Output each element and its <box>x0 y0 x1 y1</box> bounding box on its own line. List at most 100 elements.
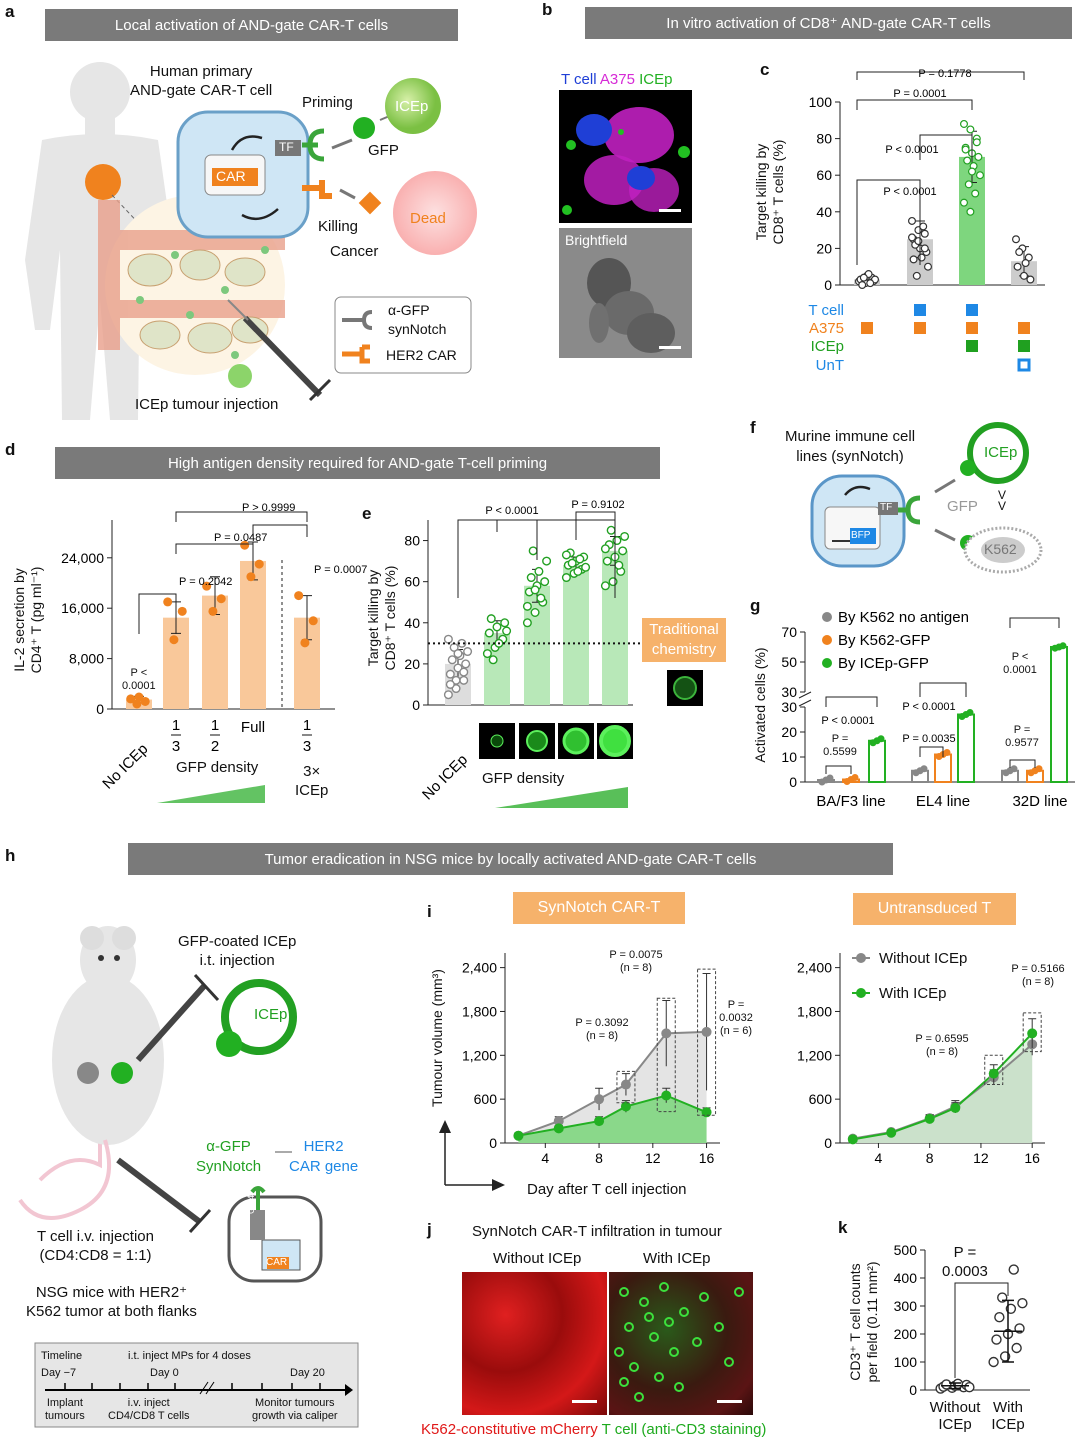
i-pval-right-0-0: P = 0.5166 <box>1011 963 1064 975</box>
g-bar <box>911 769 929 783</box>
c-bracket-0 <box>856 71 1025 80</box>
e-point <box>569 568 579 578</box>
e-point <box>579 552 589 562</box>
c-point <box>920 244 929 253</box>
k-point <box>1011 1342 1022 1354</box>
c-point <box>912 271 921 280</box>
legend-icep-b: ICEp <box>639 71 673 88</box>
dead-label: Dead <box>410 210 446 227</box>
e-point <box>567 558 577 568</box>
i-ytick-label: 0 <box>824 1135 832 1151</box>
i-right-box <box>984 1054 1004 1086</box>
c-row-label: UnT <box>816 357 844 374</box>
k-point <box>1017 1297 1028 1309</box>
i-line-without <box>852 1043 1033 1140</box>
c-point <box>975 171 984 180</box>
c-point <box>974 152 983 161</box>
i-errbar <box>621 1100 630 1113</box>
e-point <box>581 562 591 572</box>
e-errbar <box>610 535 620 566</box>
e-bar <box>484 633 510 705</box>
i-point-with <box>924 1113 935 1124</box>
e-point <box>443 690 453 700</box>
c-point <box>907 233 916 242</box>
e-point <box>528 546 538 556</box>
cancer-label: Cancer <box>330 243 379 260</box>
i-arrow-right <box>492 1179 505 1191</box>
g-point <box>943 749 951 756</box>
panel-j-caption: K562-constitutive mCherry T cell (anti-C… <box>421 1421 766 1438</box>
i-right-box <box>1022 1012 1042 1053</box>
e-point <box>500 618 510 628</box>
c-point <box>972 134 981 143</box>
d-bracket-1 <box>175 543 254 554</box>
panel-label-b: b <box>542 0 553 19</box>
d-bar <box>240 560 266 709</box>
g-bar <box>817 779 835 783</box>
i-point-with <box>847 1134 858 1145</box>
chart-i-legend-with: With ICEp <box>879 985 947 1002</box>
icep-label-f: ICEp <box>984 444 1018 461</box>
chart-d-ylabel: IL-2 secretion by CD4⁺ T (pg ml⁻¹) <box>11 566 44 674</box>
d-bracket-3a <box>252 524 308 537</box>
d-pval-3: P = 0.0007 <box>314 564 367 576</box>
d-point <box>240 540 250 550</box>
d-errbar <box>302 595 312 641</box>
g-pval-2: P < 0.0001 <box>902 701 955 713</box>
c-point <box>866 279 875 288</box>
gfp-dot-a <box>353 117 375 139</box>
c-point <box>959 119 968 128</box>
c-point <box>862 271 871 280</box>
i-errbar <box>595 1116 604 1126</box>
e-pval-0: P < 0.0001 <box>485 505 538 517</box>
her2-car-receptor <box>302 180 332 199</box>
k-bracket <box>954 1282 1009 1378</box>
e-pval-1: P = 0.9102 <box>571 499 624 511</box>
g-point <box>920 765 928 773</box>
k-ytick-label: 300 <box>894 1298 918 1314</box>
k-point <box>1008 1264 1019 1275</box>
traditional-bead-image <box>667 670 703 706</box>
e-point <box>445 679 455 689</box>
c-row-marker <box>966 304 978 316</box>
i-point-without <box>886 1127 897 1138</box>
g-legend-label: By K562-GFP <box>838 632 931 649</box>
timeline-title: Timeline <box>41 1350 83 1362</box>
i-ytick-label: 600 <box>474 1091 498 1107</box>
syringe-it <box>135 973 220 1062</box>
e-bead-frame <box>479 723 515 759</box>
c-point <box>909 255 918 264</box>
i-left-box <box>697 968 717 1116</box>
g-point <box>818 778 826 786</box>
g-point <box>851 774 859 781</box>
k-point <box>999 1351 1011 1362</box>
e-point <box>600 581 610 591</box>
i-point-without <box>924 1113 935 1124</box>
e-point <box>457 638 467 648</box>
g-pval-0: P < 0.0001 <box>821 715 874 727</box>
legend-b: T cell A375 ICEp <box>561 71 673 88</box>
d-bar <box>202 595 228 709</box>
bfp-label-f: BFP <box>851 530 871 541</box>
g-ytick-label: 50 <box>781 654 797 670</box>
i-legend-dot-without <box>856 953 866 963</box>
traditional-bead <box>673 676 697 700</box>
k-xcat-0-0: Without <box>930 1399 982 1416</box>
g-pval-5-0: P = <box>1014 724 1031 736</box>
panel-j-without: Without ICEp <box>493 1250 582 1267</box>
gfp-label-f: GFP <box>947 498 978 515</box>
c-point <box>914 237 923 246</box>
c-row-marker <box>1018 322 1030 334</box>
k-point <box>941 1379 952 1390</box>
e-point <box>530 585 540 595</box>
d-ytick-label: 8,000 <box>69 651 104 667</box>
e-point <box>540 577 550 587</box>
g-legend-dot <box>822 635 832 645</box>
c-point <box>969 162 978 171</box>
k-point <box>991 1334 1002 1345</box>
chart-e-ylabel: Target killing by CD8⁺ T cells (%) <box>365 565 398 671</box>
icep-label-h: ICEp <box>254 1006 288 1023</box>
c-point <box>972 138 981 147</box>
g-pval-1-0: P = <box>832 733 849 745</box>
caption-green: T cell (anti-CD3 staining) <box>601 1421 767 1438</box>
